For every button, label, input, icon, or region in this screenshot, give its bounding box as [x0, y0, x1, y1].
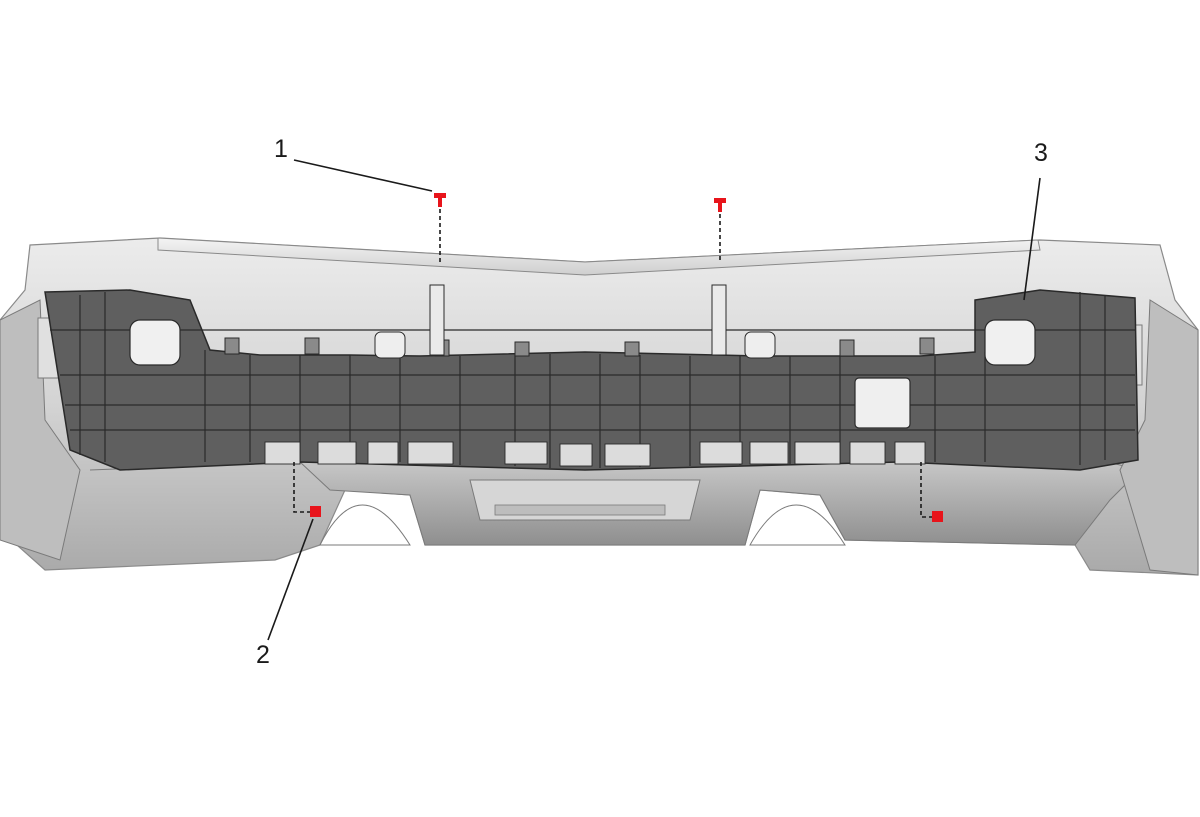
- callout-1-label: 1: [274, 135, 288, 163]
- bumper-reinforcement: [44, 284, 1139, 471]
- push-pin-icon: [714, 198, 726, 212]
- push-pin-icon: [434, 193, 446, 207]
- callout-2-label: 2: [256, 641, 270, 669]
- square-clip-icon: [932, 511, 943, 522]
- square-clip-icon: [310, 506, 321, 517]
- callout-1-leader: [293, 159, 433, 192]
- callout-2-leader: [267, 518, 314, 641]
- callout-3-leader: [1023, 177, 1041, 301]
- callout-3-label: 3: [1034, 139, 1048, 167]
